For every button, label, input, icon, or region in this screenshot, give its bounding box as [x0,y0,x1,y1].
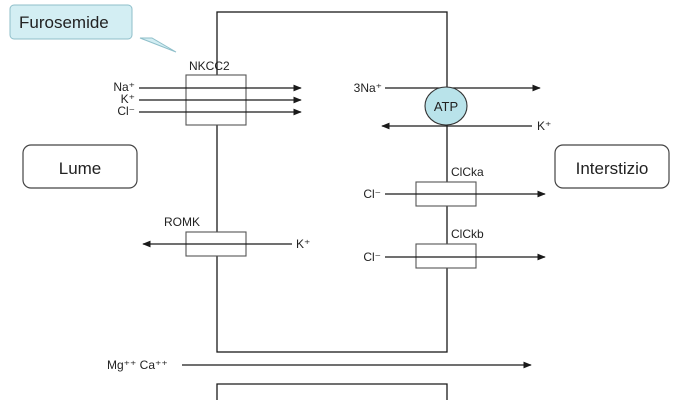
paracellular-route: Mg⁺⁺ Ca⁺⁺ [107,358,532,372]
clckb-box [415,243,477,269]
tubular-cell [216,11,448,353]
nkcc2-ion-cl: Cl⁻ [117,104,135,118]
clcka-channel: ClCka Cl⁻ [363,165,546,207]
romk-label: ROMK [164,215,200,229]
clckb-ion-cl: Cl⁻ [363,250,381,264]
interstitium-box: Interstizio [554,144,670,189]
lumen-box: Lume [22,144,138,189]
interstitium-label: Interstizio [576,159,649,178]
atpase-ion-k: K⁺ [537,119,551,133]
furosemide-box [9,4,133,40]
furosemide-callout: Furosemide [9,4,177,53]
nkcc2-ion-k: K⁺ [121,92,135,106]
callout-pointer [139,37,177,53]
clcka-ion-cl: Cl⁻ [363,187,381,201]
atp-circle [424,86,468,126]
na-k-atpase: 3Na⁺ K⁺ ATP [354,81,552,133]
paracellular-ions: Mg⁺⁺ Ca⁺⁺ [107,358,168,372]
nkcc2-transporter: NKCC2 Na⁺ K⁺ Cl⁻ [113,59,302,126]
atpase-ion-na: 3Na⁺ [354,81,382,95]
nkcc2-ion-na: Na⁺ [113,80,135,94]
clcka-label: ClCka [451,165,484,179]
adjacent-cell [216,383,448,400]
romk-ion-k: K⁺ [296,237,310,251]
atp-label: ATP [434,99,458,114]
lumen-label: Lume [59,159,102,178]
romk-channel: ROMK K⁺ [142,215,310,257]
clckb-channel: ClCkb Cl⁻ [363,227,546,269]
nkcc2-label: NKCC2 [189,59,230,73]
clckb-label: ClCkb [451,227,484,241]
furosemide-label: Furosemide [19,13,109,32]
